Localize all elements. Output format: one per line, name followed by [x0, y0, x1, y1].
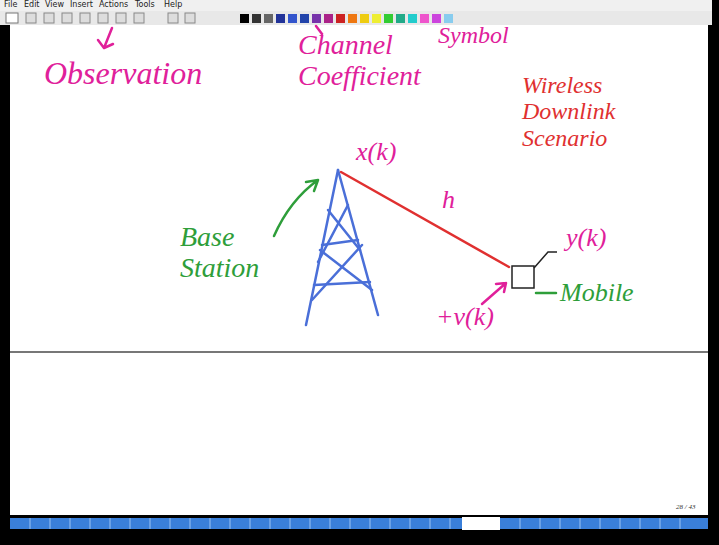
- page-number: 28 / 43: [676, 504, 695, 512]
- menu-item: Tools: [135, 1, 155, 10]
- menu-item: View: [45, 1, 64, 10]
- page-strip: [10, 518, 708, 529]
- page-strip-gap: [462, 517, 500, 530]
- mobile-leader: [536, 292, 556, 295]
- menu-item: File: [4, 1, 17, 10]
- toolbar: [0, 11, 712, 25]
- menu-bar: [0, 0, 712, 11]
- observation-label: Observation: [44, 56, 202, 91]
- menu-item: Help: [164, 1, 182, 10]
- antenna-lead: [534, 252, 557, 268]
- menu-item: Actions: [99, 1, 128, 10]
- scenario-label: Wireless Downlink Scenario: [522, 72, 662, 151]
- mobile-symbol: [512, 266, 534, 288]
- channel-variable: h: [442, 186, 455, 215]
- noise-variable: +v(k): [436, 303, 494, 332]
- symbol-label: Symbol: [438, 22, 509, 48]
- page-strip-ticks: [30, 518, 680, 529]
- page-divider: [10, 351, 708, 353]
- observation-arrow: [98, 28, 113, 48]
- toolbar-icons: [6, 13, 453, 23]
- menu-item: Edit: [24, 1, 40, 10]
- base-station-label: Base Station: [180, 222, 280, 284]
- board-ground: [10, 25, 708, 515]
- base-station-arrow: [274, 180, 318, 236]
- menu-item: Insert: [70, 1, 93, 10]
- channel-label: Channel Coefficient: [298, 30, 448, 92]
- symbol-variable: x(k): [356, 138, 396, 167]
- observation-variable: y(k): [566, 224, 606, 253]
- channel-link: [341, 172, 509, 267]
- tower-symbol: [306, 170, 378, 325]
- noise-arrow: [482, 283, 506, 304]
- mobile-label: Mobile: [560, 279, 634, 308]
